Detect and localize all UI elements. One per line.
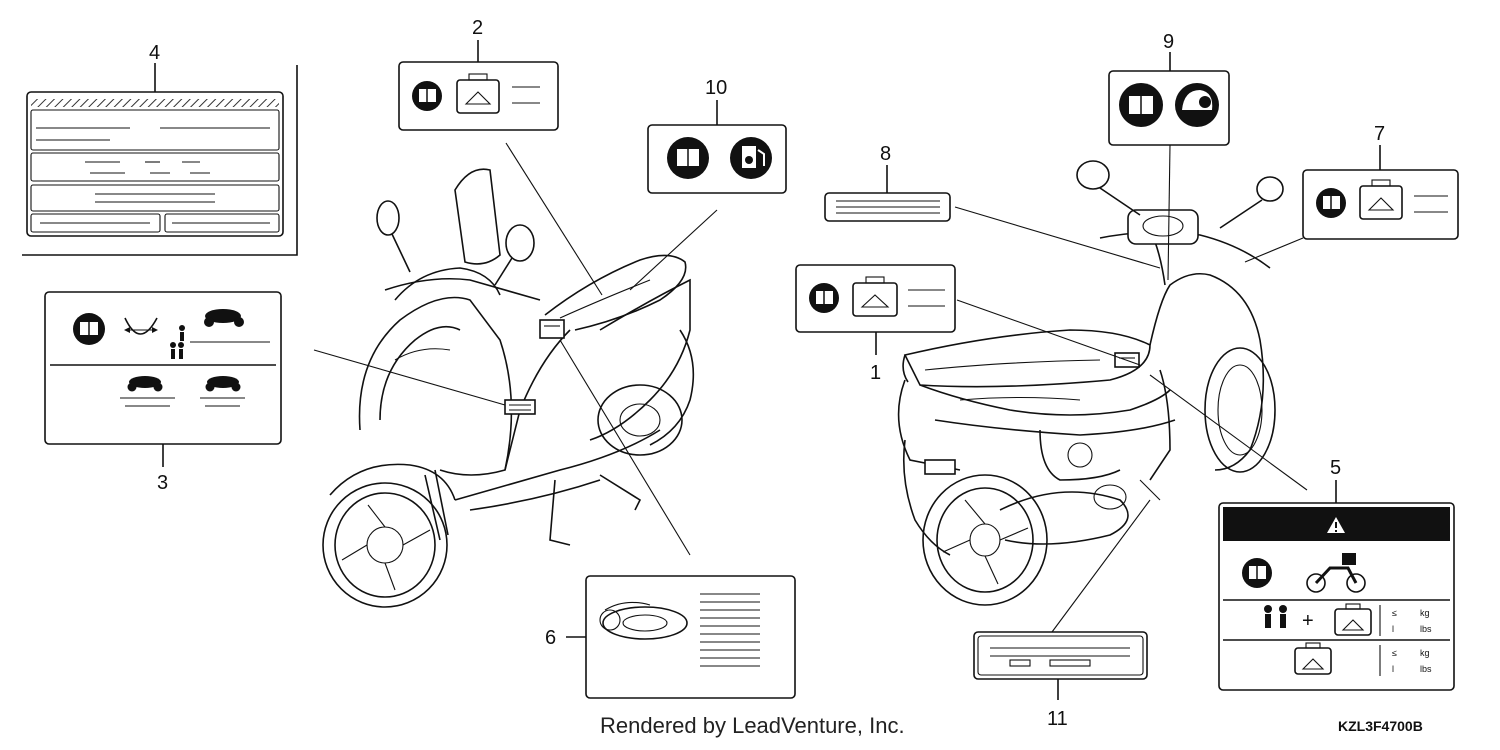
engine-illustration <box>599 601 688 640</box>
luggage-icon <box>1334 603 1372 636</box>
label5-row2-le: ≤ <box>1392 648 1397 658</box>
label-9: 9 <box>1108 31 1230 146</box>
luggage-icon <box>456 73 500 114</box>
helmet-icon <box>1175 83 1219 127</box>
rider-icon <box>1264 605 1272 628</box>
tire-pressure-icon <box>124 317 158 335</box>
warning-icon <box>1327 517 1345 533</box>
label-3: 3 <box>44 291 282 494</box>
luggage-icon <box>1359 179 1403 220</box>
luggage-icon <box>1294 642 1332 675</box>
callout-11: 11 <box>1047 708 1068 730</box>
label5-row2-l: l <box>1392 664 1394 674</box>
label5-row2-lbs: lbs <box>1420 664 1432 674</box>
label-11: 11 <box>973 631 1148 730</box>
passenger-icon <box>1279 605 1287 628</box>
callout-6: 6 <box>545 627 556 649</box>
label-1: 1 <box>795 264 956 384</box>
label-4: 4 <box>22 42 298 256</box>
leader-lines-left <box>313 142 718 556</box>
label5-row1-kg: kg <box>1420 608 1430 618</box>
callout-5: 5 <box>1330 457 1341 479</box>
leader-lines-right <box>954 144 1308 633</box>
scooter-left-view <box>322 168 695 608</box>
manual-icon <box>412 81 442 111</box>
label-2: 2 <box>398 17 559 131</box>
manual-icon <box>667 137 709 179</box>
manual-icon <box>1242 558 1272 588</box>
passenger-icon <box>170 342 184 359</box>
label-6: 6 <box>545 575 796 699</box>
label5-row1-lbs: lbs <box>1420 624 1432 634</box>
callout-9: 9 <box>1163 31 1174 53</box>
rider-icon <box>179 325 185 341</box>
label5-row1-l: l <box>1392 624 1394 634</box>
scooter-right-view <box>897 160 1284 606</box>
label-8: 8 <box>824 143 951 222</box>
manual-icon <box>73 313 105 345</box>
fuel-icon <box>730 137 772 179</box>
motorcycle-icon <box>204 309 244 327</box>
label-7: 7 <box>1302 123 1459 240</box>
callout-7: 7 <box>1374 123 1385 145</box>
diagram-code: KZL3F4700B <box>1338 718 1423 734</box>
motorcycle-icon <box>205 376 241 392</box>
motorcycle-icon <box>1306 553 1366 593</box>
manual-icon <box>809 283 839 313</box>
manual-icon <box>1316 188 1346 218</box>
callout-2: 2 <box>472 17 483 39</box>
manual-icon <box>1119 83 1163 127</box>
label5-row1-le: ≤ <box>1392 608 1397 618</box>
plus-sign: + <box>1302 610 1314 632</box>
callout-3: 3 <box>157 472 168 494</box>
callout-1: 1 <box>870 362 881 384</box>
luggage-icon <box>852 276 898 317</box>
label5-row2-kg: kg <box>1420 648 1430 658</box>
callout-10: 10 <box>705 77 727 99</box>
callout-8: 8 <box>880 143 891 165</box>
callout-4: 4 <box>149 42 160 64</box>
motorcycle-icon <box>127 376 163 392</box>
watermark: Rendered by LeadVenture, Inc. <box>600 713 905 738</box>
label-10: 10 <box>647 77 787 194</box>
label-5: + ≤ kg l lbs ≤ kg l lbs 5 <box>1218 457 1455 691</box>
